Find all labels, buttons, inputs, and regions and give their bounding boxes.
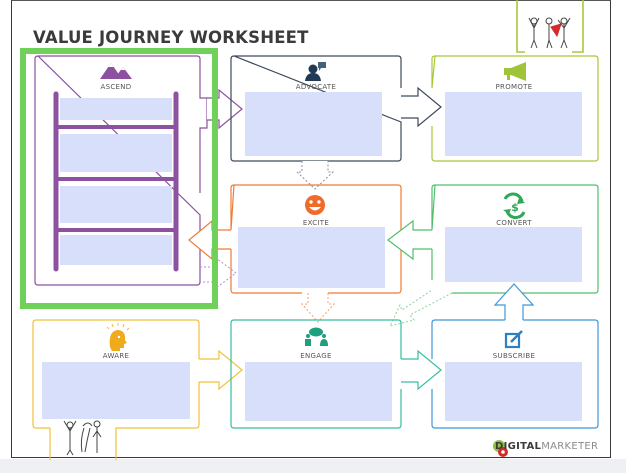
ascend-input-4 [60,235,172,265]
stage-label-promote: PROMOTE [495,83,533,91]
stick-figures-celebrating [516,0,584,53]
people-chat-icon [305,327,328,346]
ladder [53,91,179,272]
ascend-stage [34,55,208,286]
digitalmarketer-logo: DIGITALMARKETER [495,441,598,452]
aware-stage [32,319,200,460]
convert-stage: $ [431,184,599,294]
lightbulb-head-icon [106,323,130,351]
dollar-cycle-icon: $ [503,192,526,220]
ascend-highlight-box [20,48,218,309]
subscribe-input[interactable] [445,362,582,421]
mountains-icon [100,63,132,79]
gear-logo-icon [493,440,508,457]
arrow-advocate-to-promote [401,86,442,128]
arrow-excite-to-engage [300,293,336,323]
stage-label-subscribe: SUBSCRIBE [492,352,536,360]
arrow-aware-to-engage [199,349,243,391]
edit-icon [504,330,523,349]
bottom-strip [0,459,626,473]
excite-input[interactable] [238,227,385,288]
promote-stage [431,55,599,162]
engage-input[interactable] [245,362,392,421]
smiley-icon [305,195,325,215]
engage-stage [230,319,402,429]
aware-input[interactable] [42,362,190,419]
stage-label-advocate: ADVOCATE [295,83,337,91]
subscribe-stage [431,319,599,429]
arrow-convert-to-excite [387,219,432,261]
svg-text:$: $ [511,201,519,214]
person-speech-icon [305,62,326,81]
ascend-input-2 [60,134,172,172]
promote-input[interactable] [445,92,582,156]
stage-label-engage: ENGAGE [300,352,332,360]
arrow-subscribe-to-convert [493,283,535,320]
arrow-engage-to-subscribe [401,349,442,391]
ascend-input-3 [60,186,172,223]
excite-stage [230,184,402,294]
stage-label-convert: CONVERT [496,219,532,227]
stage-label-aware: AWARE [102,352,130,360]
megaphone-icon [504,62,526,81]
advocate-stage [230,55,402,162]
stick-figures-curious [63,420,102,456]
arrow-advocate-to-excite [295,161,335,190]
ascend-input-1 [60,98,172,120]
logo-bold-text: DIGITAL [495,441,542,452]
advocate-input[interactable] [245,92,382,156]
convert-input[interactable] [445,227,582,282]
stage-label-ascend: ASCEND [100,83,132,91]
stage-label-excite: EXCITE [302,219,330,227]
worksheet-title: VALUE JOURNEY WORKSHEET [33,28,309,47]
logo-light-text: MARKETER [541,441,599,452]
